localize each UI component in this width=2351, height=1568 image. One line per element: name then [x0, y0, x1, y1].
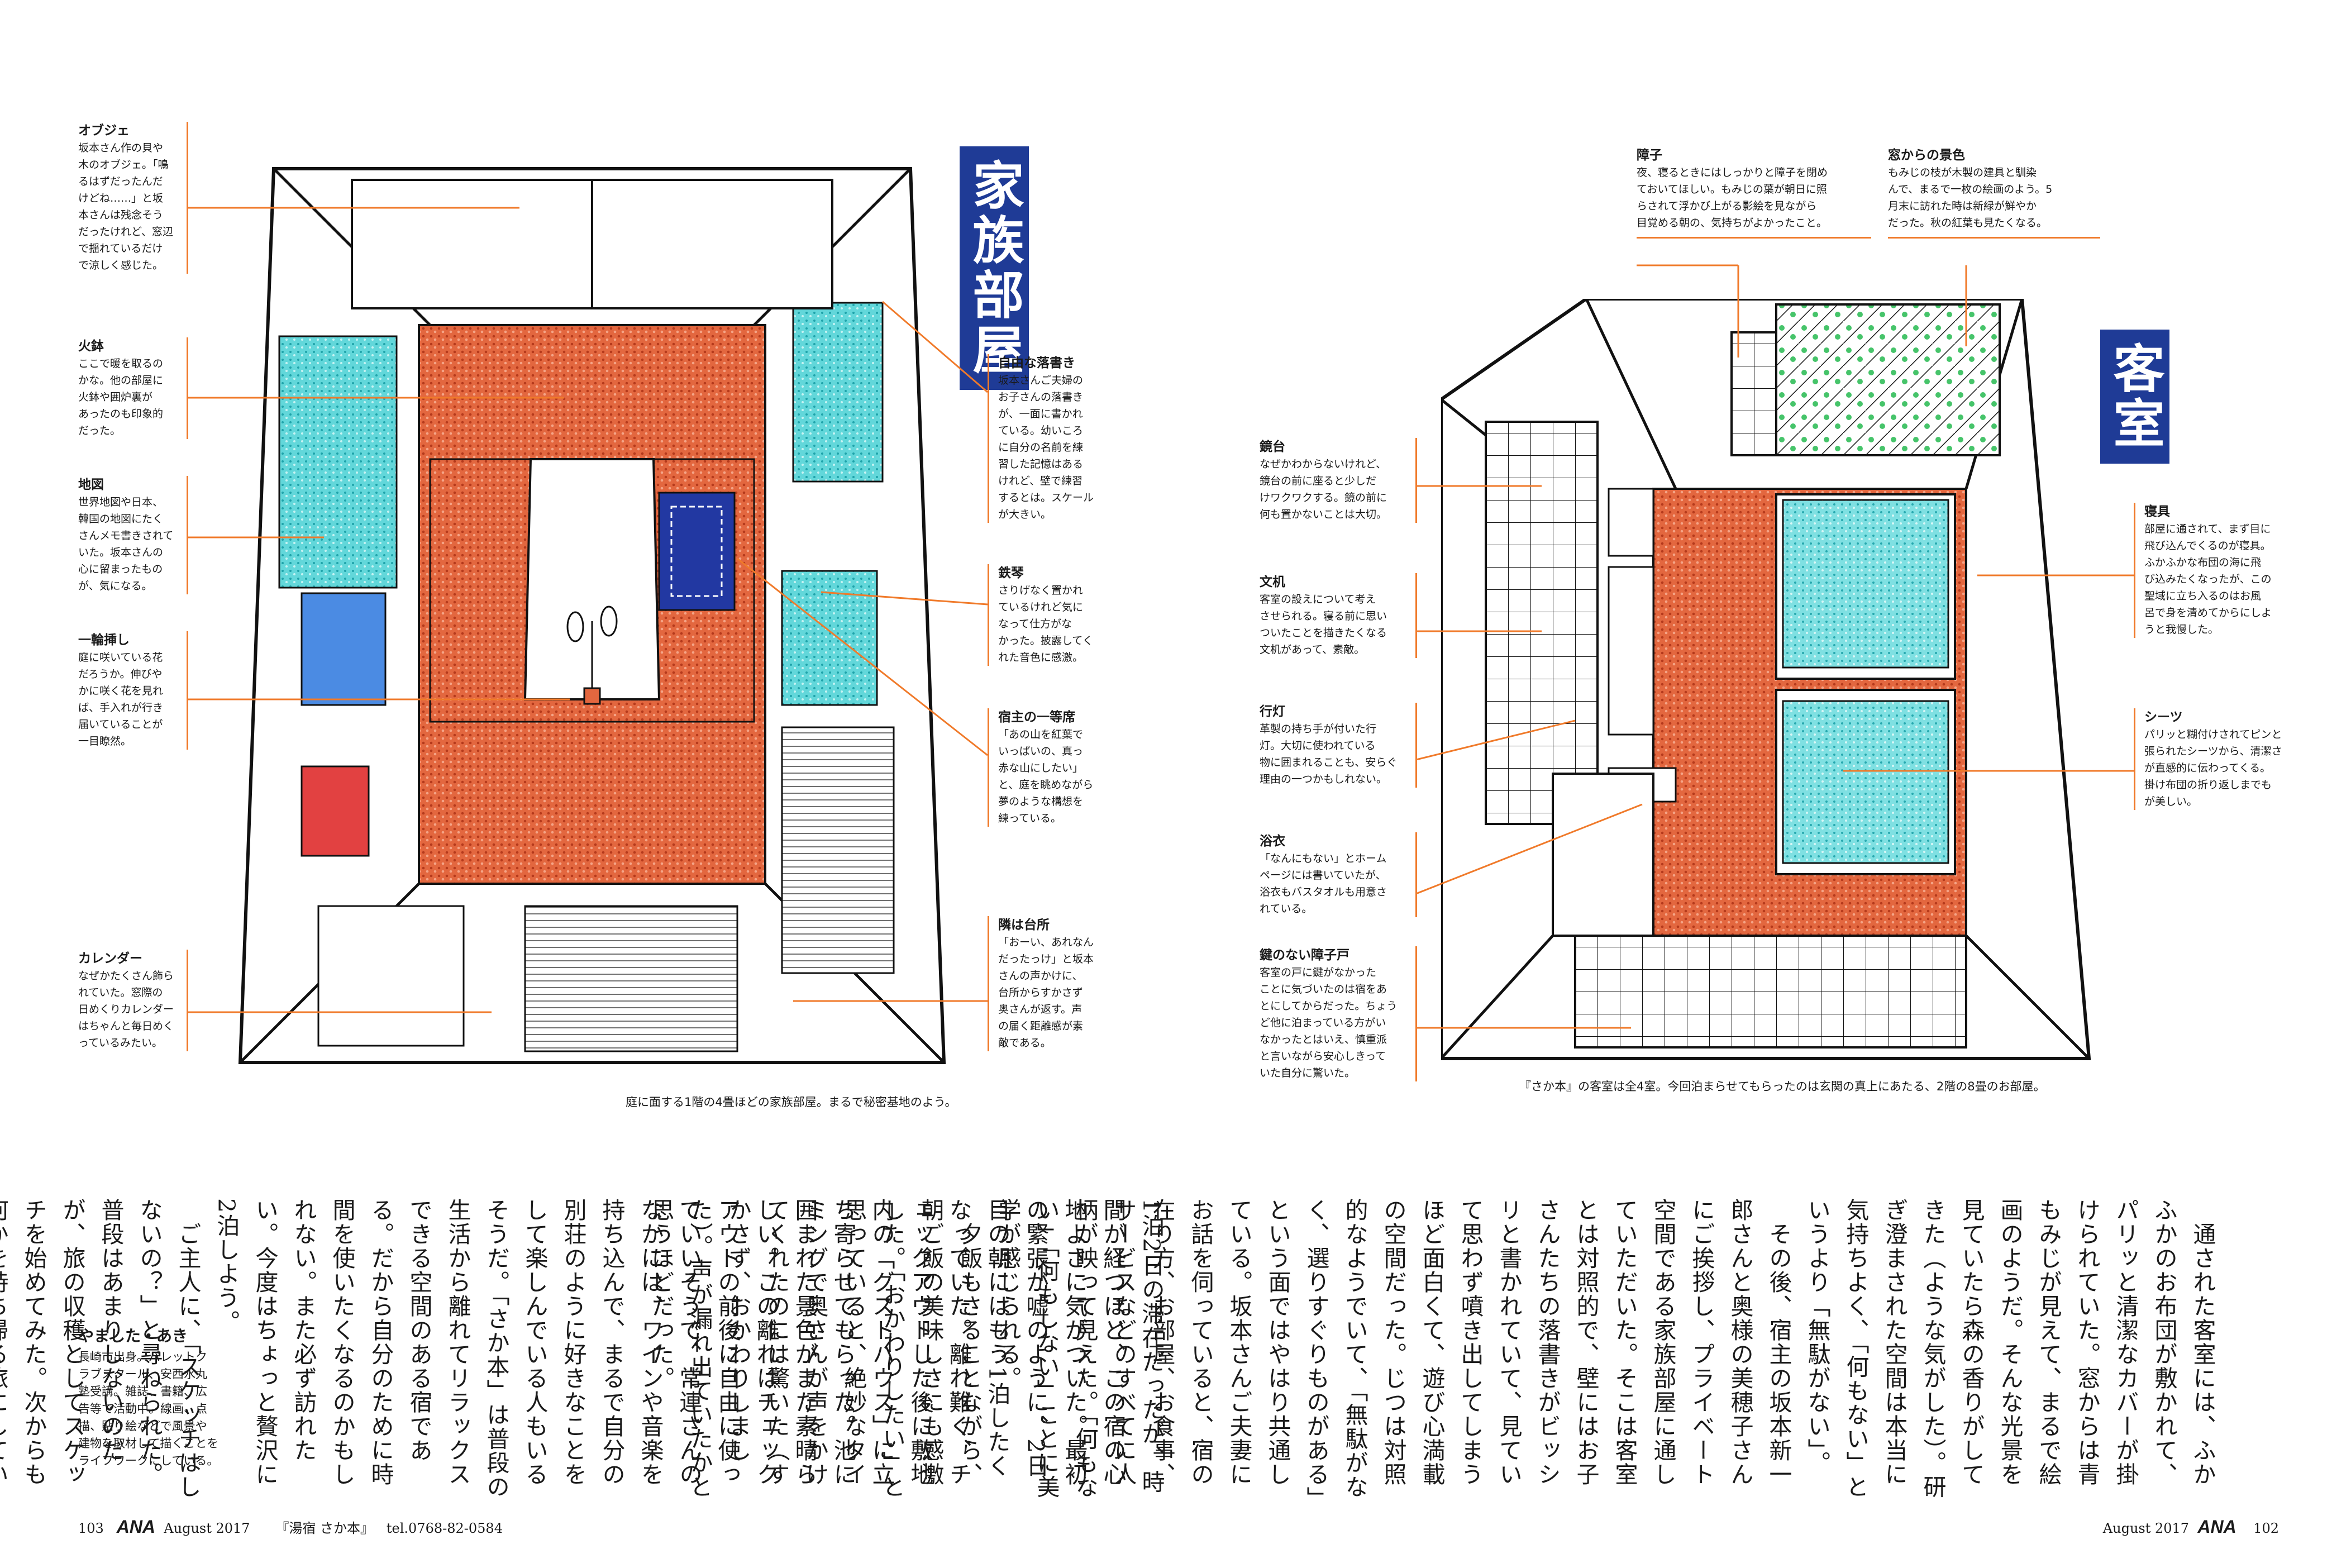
callout-body: もみじの枝が木製の建具と馴染 んで、まるで一枚の絵画のよう。5 月末に訪れた時は…	[1888, 166, 2053, 229]
page-number: 103	[78, 1521, 104, 1536]
author-bio: 長崎市出身。パレットク ラブスクール、安西水丸 塾受講。雑誌、書籍、広 告等で活…	[78, 1350, 219, 1467]
callout-title: オブジェ	[78, 123, 130, 138]
callout-body: なぜかわからないけれど、 鏡台の前に座ると少しだ けワクワクする。鏡の前に 何も…	[1260, 458, 1387, 521]
callout-bedding: 寝具 部屋に通されて、まず目に 飛び込んでくるのが寝具。 ふかふかな布団の海に飛…	[2134, 503, 2292, 638]
callout-title: シーツ	[2144, 710, 2183, 725]
callout-title: 一輪挿し	[78, 633, 130, 647]
page-number: 102	[2253, 1521, 2279, 1536]
callout-body: ここで暖を取るの かな。他の部屋に 火鉢や囲炉裏が あったのも印象的 だった。	[78, 358, 164, 437]
callout-body: 庭に咲いている花 だろうか。伸びや かに咲く花を見れ ば、手入れが行き 届いてい…	[78, 651, 164, 747]
right-footer: August 2017 ANA 102	[2078, 1518, 2279, 1537]
callout-ichirinzashi: 一輪挿し 庭に咲いている花 だろうか。伸びや かに咲く花を見れ ば、手入れが行き…	[78, 631, 188, 750]
callout-title: カレンダー	[78, 951, 142, 966]
callout-body: 坂本さん作の貝や 木のオブジェ。「鳴 るはずだったんだ けどね……」と坂 本さん…	[78, 142, 174, 271]
callout-title: 鍵のない障子戸	[1260, 948, 1349, 962]
callout-title: 鉄琴	[998, 566, 1024, 580]
callout-kitchen: 隣は台所 「おーい、あれなん だったっけ」と坂本 さんの声かけに、 台所からすか…	[988, 916, 1101, 1051]
inn-tel: tel.0768-82-0584	[386, 1521, 503, 1536]
callout-body: 「あの山を紅葉で いっぱいの、真っ 赤な山にしたい」 と、庭を眺めながら 夢のよ…	[998, 728, 1094, 824]
callout-title: 文机	[1260, 575, 1285, 589]
callout-hibachi: 火鉢 ここで暖を取るの かな。他の部屋に 火鉢や囲炉裏が あったのも印象的 だっ…	[78, 337, 188, 439]
issue-date: August 2017	[2102, 1521, 2190, 1536]
callout-title: 寝具	[2144, 504, 2170, 519]
callout-window-view: 窓からの景色 もみじの枝が木製の建具と馴染 んで、まるで一枚の絵画のよう。5 月…	[1888, 146, 2100, 239]
callout-lockless-door: 鍵のない障子戸 客室の戸に鍵がなかった ことに気づいたのは宿をあ とにしてからだ…	[1260, 946, 1417, 1081]
callout-desk: 文机 客室の設えについて考え させられる。寝る前に思い ついたことを描きたくなる…	[1260, 573, 1417, 658]
callout-graffiti: 自由な落書き 坂本さんご夫婦の お子さんの落書き が、一面に書かれ ている。幼い…	[988, 354, 1101, 523]
left-body-text: 1泊2日の滞在だったが、時間が経つほど、この宿の心地よさに気がついた。最初の緊張…	[0, 1198, 1165, 1499]
callout-sheets: シーツ パリッと糊付けされてピンと 張られたシーツから、清潔さ が直感的に伝わっ…	[2134, 708, 2292, 810]
callout-title: 浴衣	[1260, 834, 1285, 849]
callout-title: 行灯	[1260, 704, 1285, 719]
callout-title: 障子	[1637, 148, 1662, 163]
family-room-caption: 庭に面する1階の4畳ほどの家族部屋。まるで秘密基地のよう。	[626, 1095, 957, 1109]
brand-logo: ANA	[2197, 1517, 2236, 1537]
callout-body: 革製の持ち手が付いた行 灯。大切に使われている 物に囲まれることも、安らぐ 理由…	[1260, 723, 1398, 785]
callout-shoji: 障子 夜、寝るときにはしっかりと障子を閉め ておいてほしい。もみじの葉が朝日に照…	[1637, 146, 1871, 239]
inn-name: 『湯宿 さか本』	[275, 1521, 374, 1536]
right-body-text: 通された客室には、ふかふかのお布団が敷かれて、パリッと清潔なカバーが掛けられてい…	[647, 1198, 2216, 1499]
family-room-title: 家族部屋	[960, 146, 1029, 390]
callout-best-seat: 宿主の一等席 「あの山を紅葉で いっぱいの、真っ 赤な山にしたい」 と、庭を眺め…	[988, 708, 1101, 827]
callout-body: 夜、寝るときにはしっかりと障子を閉め ておいてほしい。もみじの葉が朝日に照 らさ…	[1637, 166, 1828, 229]
callout-glockenspiel: 鉄琴 さりげなく置かれ ているけれど気に なって仕方がな かった。披露してく れ…	[988, 564, 1101, 666]
callout-title: 隣は台所	[998, 918, 1050, 932]
callout-body: 「なんにもない」とホーム ページには書いていたが、 浴衣もバスタオルも用意さ れ…	[1260, 852, 1387, 915]
guest-room-illustration	[1441, 299, 2123, 1075]
callout-title: 火鉢	[78, 339, 104, 354]
callout-title: 鏡台	[1260, 440, 1285, 454]
callout-title: 自由な落書き	[998, 356, 1075, 370]
callout-title: 窓からの景色	[1888, 148, 1965, 163]
callout-body: 「おーい、あれなん だったっけ」と坂本 さんの声かけに、 台所からすかさず 奥さ…	[998, 936, 1094, 1049]
callout-yukata: 浴衣 「なんにもない」とホーム ページには書いていたが、 浴衣もバスタオルも用意…	[1260, 832, 1417, 917]
family-room-illustration	[218, 146, 966, 1085]
callout-body: 坂本さんご夫婦の お子さんの落書き が、一面に書かれ ている。幼いころ に自分の…	[998, 374, 1094, 521]
callout-calendar: カレンダー なぜかたくさん飾ら れていた。窓際の 日めくりカレンダー はちゃんと…	[78, 950, 188, 1051]
callout-title: 宿主の一等席	[998, 710, 1075, 725]
left-footer: 103 ANA August 2017 『湯宿 さか本』 tel.0768-82…	[78, 1518, 748, 1537]
guest-room-caption: 『さか本』の客室は全4室。今回泊まらせてもらったのは玄関の真上にあたる、2階の8…	[1519, 1080, 2045, 1093]
guest-room-title: 客室	[2100, 330, 2169, 464]
author-name: やました・あき	[78, 1327, 188, 1345]
author-profile: やました・あき 長崎市出身。パレットク ラブスクール、安西水丸 塾受講。雑誌、書…	[78, 1324, 268, 1470]
callout-body: 客室の設えについて考え させられる。寝る前に思い ついたことを描きたくなる 文机…	[1260, 593, 1387, 656]
issue-date: August 2017	[164, 1521, 250, 1536]
callout-body: 部屋に通されて、まず目に 飛び込んでくるのが寝具。 ふかふかな布団の海に飛 び込…	[2144, 523, 2272, 636]
callout-body: 客室の戸に鍵がなかった ことに気づいたのは宿をあ とにしてからだった。ちょう ど…	[1260, 966, 1398, 1079]
callout-body: さりげなく置かれ ているけれど気に なって仕方がな かった。披露してく れた音色…	[998, 584, 1093, 664]
brand-logo: ANA	[116, 1517, 156, 1537]
callout-body: パリッと糊付けされてピンと 張られたシーツから、清潔さ が直感的に伝わってくる。…	[2144, 728, 2282, 808]
callout-andon: 行灯 革製の持ち手が付いた行 灯。大切に使われている 物に囲まれることも、安らぐ…	[1260, 703, 1417, 788]
callout-map: 地図 世界地図や日本、 韓国の地図にたく さんメモ書きされて いた。坂本さんの …	[78, 476, 188, 594]
callout-objet: オブジェ 坂本さん作の貝や 木のオブジェ。「鳴 るはずだったんだ けどね……」と…	[78, 122, 188, 274]
callout-mirror-stand: 鏡台 なぜかわからないけれど、 鏡台の前に座ると少しだ けワクワクする。鏡の前に…	[1260, 438, 1417, 523]
callout-body: なぜかたくさん飾ら れていた。窓際の 日めくりカレンダー はちゃんと毎日めく っ…	[78, 970, 174, 1049]
callout-title: 地図	[78, 478, 104, 492]
callout-body: 世界地図や日本、 韓国の地図にたく さんメモ書きされて いた。坂本さんの 心に留…	[78, 496, 174, 592]
